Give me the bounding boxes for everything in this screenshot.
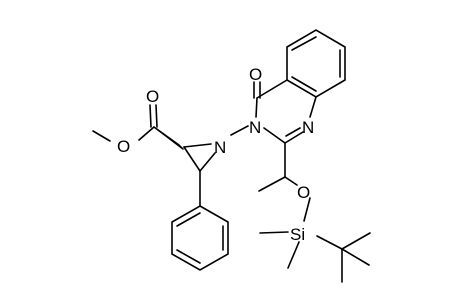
phenyl-double-3 (176, 249, 201, 264)
bond-aziridine-c3-n (199, 152, 216, 172)
atom-label-aziridine-n: N (214, 138, 226, 157)
benzo-double-3 (291, 76, 317, 92)
bond-si-tbutyl (316, 235, 343, 250)
bond-si-methyl-left (259, 231, 289, 234)
bond-si-methyl-down (287, 241, 300, 269)
bond-tbutyl-me3 (341, 248, 370, 266)
bond-oester-carbonylc (138, 126, 155, 141)
bond-wedge-ester-aziridine (153, 126, 184, 150)
bond-n3-c4 (255, 97, 258, 118)
atom-label-ester-o: O (117, 137, 130, 156)
phenyl-double-1 (176, 212, 201, 227)
bond-aziridine-c2-c3 (183, 146, 201, 172)
phenyl-ring (171, 205, 229, 271)
atom-label-ether-o: O (297, 183, 310, 202)
bond-carbonyl-double-a (149, 104, 152, 128)
bond-n3-c2 (263, 127, 286, 144)
bond-methyl-oester (92, 130, 111, 142)
bond-c2-n1-b (285, 127, 301, 137)
benzo-double-1 (291, 36, 317, 51)
bond-ch-methyl (258, 176, 286, 192)
bond-carbonyl-double-b (155, 104, 158, 128)
bond-n-n (230, 125, 249, 136)
atom-label-n3: N (249, 118, 261, 137)
bond-c4-c4a (256, 79, 288, 99)
atom-label-n1: N (302, 118, 314, 137)
benzo-ring (286, 29, 346, 98)
bond-aziridine-c2-n (183, 143, 212, 148)
atom-label-carbonyl-o: O (146, 87, 159, 106)
bond-c2-n1-a (284, 131, 304, 144)
bond-n1-c8a (309, 96, 317, 118)
bond-tbutyl-me2 (341, 232, 371, 250)
atom-label-silicon: Si (290, 225, 305, 244)
bond-oether-si (303, 197, 311, 222)
bond-ch-oether (284, 176, 298, 186)
atom-label-quinazolinone-o: O (249, 65, 262, 84)
